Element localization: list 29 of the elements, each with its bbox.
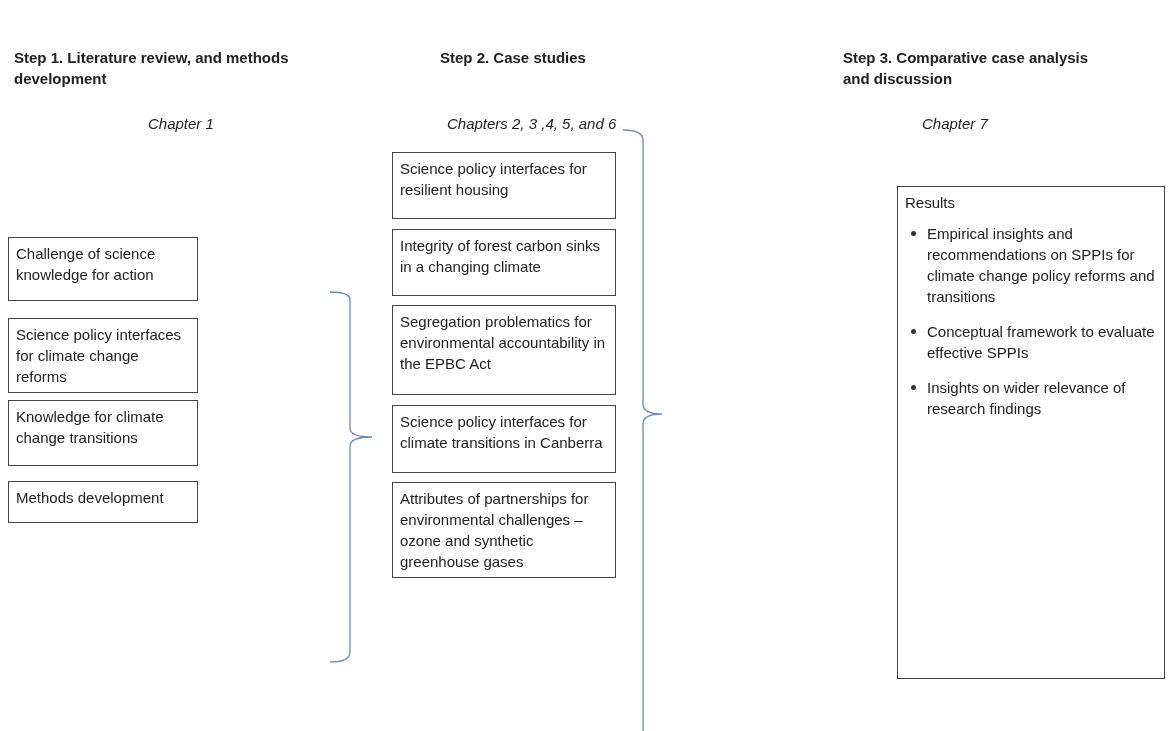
chapter-label: Chapter 1	[148, 114, 214, 134]
text-box	[392, 482, 616, 578]
box-heading: Results	[905, 193, 956, 213]
text-box	[392, 229, 616, 296]
box-text: Science policy interfaces for climate change reforms	[16, 326, 182, 385]
bullet-item: Conceptual framework to evaluate effective SPPIs	[927, 323, 1155, 361]
bullet-item: Insights on wider relevance of research findings	[927, 379, 1126, 417]
text-box	[392, 305, 616, 395]
box-text: Science policy interfaces for resilient housing	[400, 160, 587, 198]
chapter-label: Chapters 2, 3 ,4, 5, and 6	[447, 114, 617, 134]
box-text: Knowledge for climate change transitions	[16, 408, 164, 446]
chapter-label: Chapter 7	[922, 114, 988, 134]
text-box	[8, 318, 198, 393]
text-box	[392, 405, 616, 473]
box-text: Segregation problematics for environmental accountability in the EPBC Act	[400, 313, 606, 372]
text-box	[392, 152, 616, 219]
text-box	[8, 400, 198, 466]
bullet-item: Empirical insights and recommendations on SPPIs for climate change policy reforms and transitions	[927, 225, 1155, 305]
column-heading: Step 3. Comparative case analysis and discussion	[843, 48, 1090, 89]
column-heading: Step 2. Case studies	[440, 48, 586, 68]
text-box	[8, 237, 198, 301]
text-box	[8, 481, 198, 523]
box-text: Integrity of forest carbon sinks in a changing climate	[400, 237, 601, 275]
column-heading: Step 1. Literature review, and methods development	[14, 48, 290, 89]
box-text: Challenge of science knowledge for action	[16, 245, 156, 283]
box-text: Science policy interfaces for climate transitions in Canberra	[400, 413, 603, 451]
box-text: Attributes of partnerships for environmental challenges – ozone and synthetic greenhouse gases	[400, 490, 589, 570]
box-text: Methods development	[16, 489, 164, 506]
text-box	[897, 186, 1165, 679]
